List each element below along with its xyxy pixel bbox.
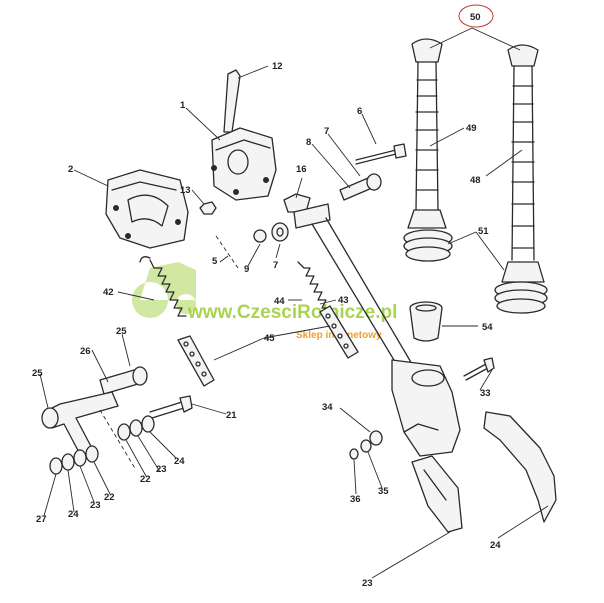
callout-49: 49 [466, 123, 477, 134]
callout-32: 24 [490, 540, 501, 551]
callout-26: 26 [80, 346, 91, 357]
part-25-bracket [41, 391, 137, 471]
callout-22b: 22 [104, 492, 115, 503]
part-2-bracket [105, 169, 189, 249]
watermark-tractor-icon [131, 262, 196, 319]
callout-23a: 23 [156, 464, 167, 475]
part-5-pin [215, 235, 239, 269]
callout-44: 44 [274, 296, 285, 307]
part-7-washer-lower [271, 222, 289, 242]
washer-set-left [49, 445, 99, 475]
watermark: www.CzesciRolnicze.pl Sklep internetowy [131, 262, 397, 341]
callout-1: 1 [180, 100, 186, 111]
callout-35: 35 [378, 486, 389, 497]
highlight-circle [458, 4, 494, 28]
part-42-spring [139, 256, 187, 317]
part-9-washer [253, 229, 267, 243]
part-35-washer [360, 439, 372, 453]
part-1-bracket [211, 127, 277, 201]
part-7-nut-upper [366, 173, 382, 191]
callout-45: 45 [264, 333, 275, 344]
part-44-spring [297, 261, 331, 309]
part-49-lever-boot [403, 38, 453, 262]
part-34-nut [369, 430, 383, 446]
callout-24a: 24 [174, 456, 185, 467]
part-12-lever [223, 69, 241, 133]
callout-16: 16 [296, 164, 307, 175]
callout-34: 34 [322, 402, 333, 413]
callout-25b: 25 [32, 368, 43, 379]
callout-27: 27 [36, 514, 47, 525]
part-54-bushing [409, 301, 443, 342]
callout-12: 12 [272, 61, 283, 72]
callout-13: 13 [180, 185, 191, 196]
part-21-bolt [149, 395, 193, 419]
part-6-bolt [355, 143, 407, 165]
part-32-pedal-arm [483, 411, 557, 523]
main-lever [293, 203, 461, 457]
callout-25a: 25 [116, 326, 127, 337]
callout-9: 9 [244, 264, 249, 275]
callout-2: 2 [68, 164, 73, 175]
part-36-nut [349, 448, 359, 460]
callout-6: 6 [357, 106, 362, 117]
callout-23b: 23 [90, 500, 101, 511]
callout-labels: 50 12 1 6 49 7 8 2 16 13 48 51 5 9 7 42 … [32, 12, 501, 589]
callout-48: 48 [470, 175, 481, 186]
watermark-text: www.CzesciRolnicze.pl [187, 302, 397, 323]
callout-21: 21 [226, 410, 237, 421]
callout-8: 8 [306, 137, 311, 148]
part-16-clip [283, 193, 311, 213]
callout-7b: 7 [273, 260, 278, 271]
part-33-bolt [463, 357, 495, 381]
callout-42: 42 [103, 287, 114, 298]
callout-50: 50 [470, 12, 481, 23]
callout-22a: 22 [140, 474, 151, 485]
callout-54: 54 [482, 322, 493, 333]
callout-36: 36 [350, 494, 361, 505]
washer-set-right [117, 415, 155, 441]
callout-33: 33 [480, 388, 491, 399]
leader-lines [39, 27, 549, 579]
callout-38: 23 [362, 578, 373, 589]
callout-24b: 24 [68, 509, 79, 520]
callout-5: 5 [212, 256, 218, 267]
part-45-link-plate-right [319, 305, 359, 359]
part-13-nut [199, 201, 217, 215]
part-48-lever-boot [494, 44, 548, 314]
callout-7a: 7 [324, 126, 329, 137]
part-45-link-plate-left [177, 335, 215, 387]
callout-51: 51 [478, 226, 489, 237]
part-38-pedal [411, 455, 463, 533]
callout-43: 43 [338, 295, 349, 306]
part-26-axle [99, 366, 148, 395]
